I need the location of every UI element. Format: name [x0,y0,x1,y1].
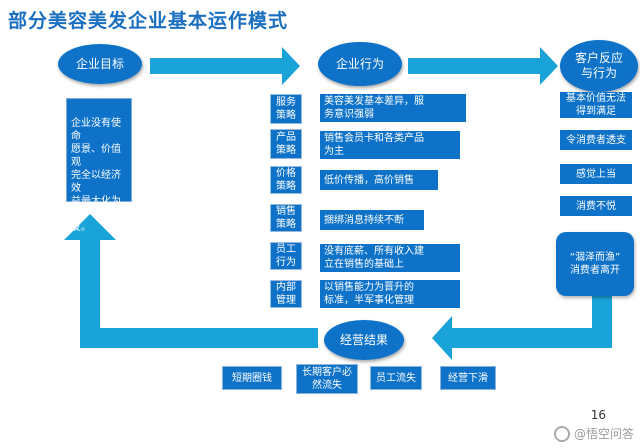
strategy-label-service: 服务 策略 [270,94,302,124]
strategy-text-sales: 捆绑消息持续不断 [320,210,424,230]
result-business-decline: 经营下滑 [440,366,496,390]
watermark-text: @悟空问答 [573,427,634,441]
node-enterprise-behavior-label: 企业行为 [335,56,384,71]
page-title: 部分美容美发企业基本运作模式 [8,10,289,32]
arrow-behavior-to-customer [408,47,558,85]
page-number: 16 [590,408,606,422]
node-customer-reaction-label: 客户反应 与行为 [574,51,623,80]
arrow-result-to-goal [64,214,318,348]
node-enterprise-goal-label: 企业目标 [75,56,124,71]
strategy-label-price: 价格 策略 [270,166,302,194]
node-business-result: 经营结果 [324,320,404,360]
goal-description: 企业没有使命 愿景、价值观 完全以经济效 益最大化为出 发。 [66,98,132,233]
result-staff-loss: 员工流失 [370,366,422,390]
customer-reaction-1: 基本价值无法 得到满足 [560,92,632,118]
strategy-text-employee: 没有底薪、所有收入建 立在销售的基础上 [320,244,460,272]
strategy-text-service: 美容美发基本差异，服 务意识强弱 [320,94,466,122]
node-business-result-label: 经营结果 [339,332,388,347]
customer-final-outcome: “涸泽而渔” 消费者离开 [556,232,634,296]
strategy-label-product: 产品 策略 [270,129,302,159]
strategy-text-management: 以销售能力为晋升的 标准，半军事化管理 [320,280,460,308]
customer-reaction-3: 感觉上当 [560,164,632,184]
arrow-customer-to-result [432,296,612,360]
strategy-text-product: 销售会员卡和各类产品 为主 [320,131,460,159]
strategy-label-management: 内部 管理 [270,280,302,308]
result-customer-loss: 长期客户必 然流失 [296,364,358,394]
node-enterprise-goal: 企业目标 [58,44,142,84]
node-customer-reaction: 客户反应 与行为 [560,40,638,92]
watermark: @悟空问答 [553,425,634,442]
strategy-label-sales: 销售 策略 [270,204,302,232]
watermark-logo-icon [553,425,570,442]
node-enterprise-behavior: 企业行为 [318,42,402,86]
result-short-term-cash: 短期圈钱 [222,366,282,390]
strategy-label-employee: 员工 行为 [270,242,302,270]
customer-reaction-2: 令消费者透支 [560,130,632,150]
strategy-text-price: 低价传播，高价销售 [320,170,438,190]
customer-reaction-4: 消费不悦 [560,196,632,216]
arrow-goal-to-behavior [150,47,300,85]
